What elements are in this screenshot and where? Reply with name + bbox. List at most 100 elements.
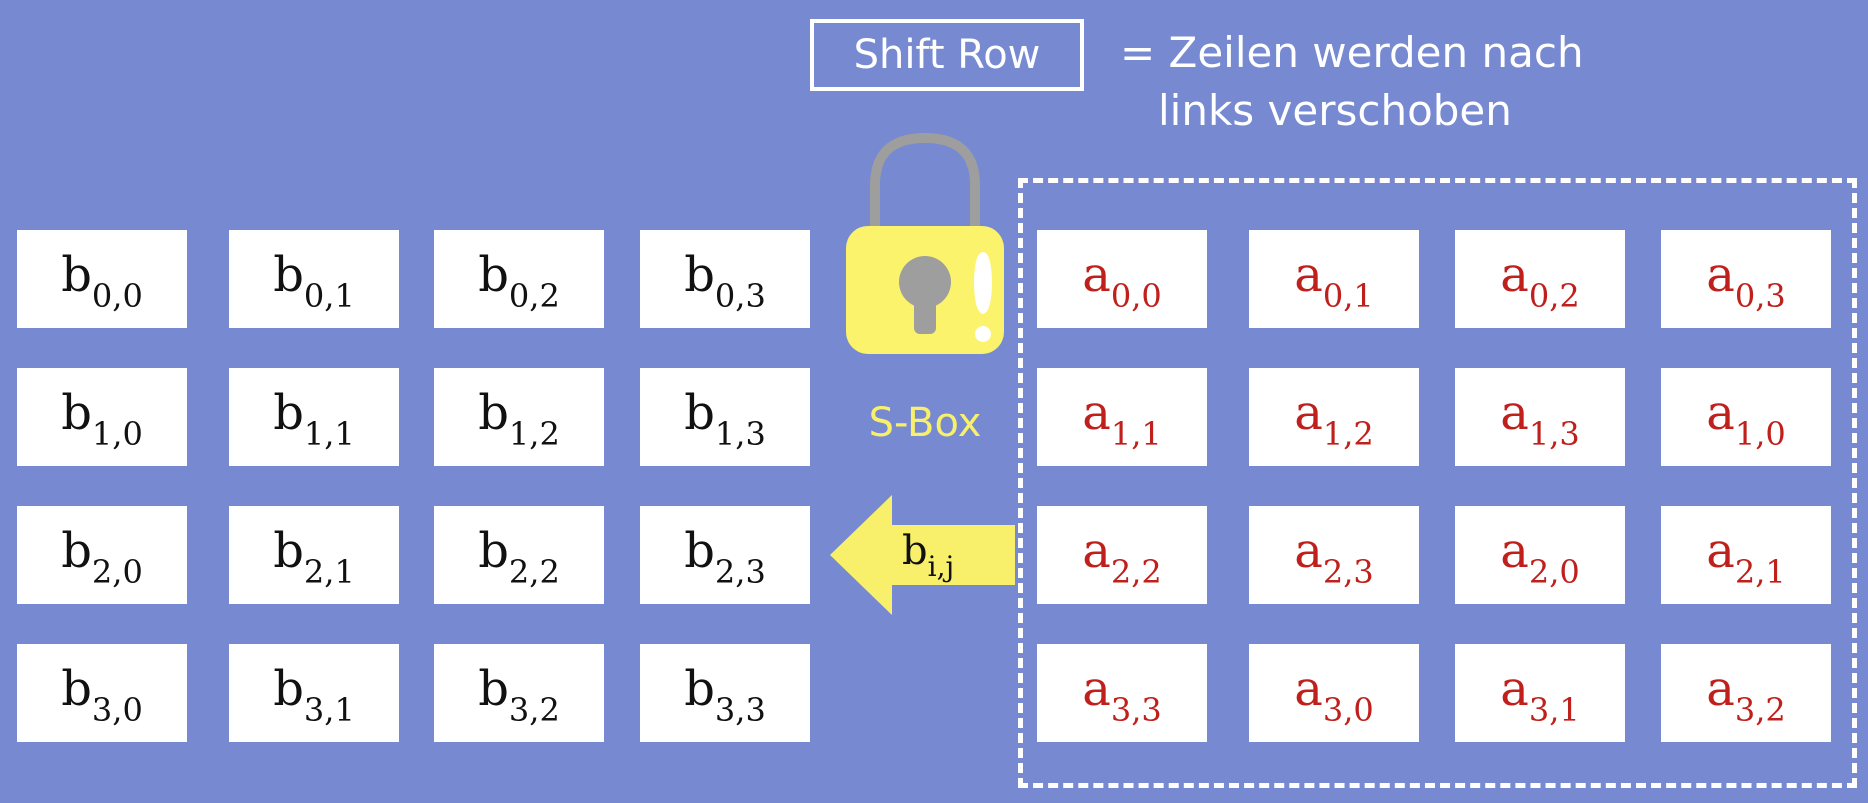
- cell-base: b: [684, 661, 715, 717]
- cell-subscript: 1,1: [1110, 415, 1162, 453]
- input-matrix-cell-label: a3,0: [1294, 661, 1374, 726]
- input-matrix-cell-2-1: a2,3: [1249, 506, 1419, 604]
- cell-subscript: 1,2: [508, 415, 560, 453]
- output-matrix-cell-label: b1,3: [684, 385, 766, 450]
- input-matrix-cell-label: a0,3: [1706, 247, 1786, 312]
- output-matrix-cell-2-0: b2,0: [17, 506, 187, 604]
- cell-subscript: 0,2: [1528, 277, 1580, 315]
- output-matrix-cell-2-3: b2,3: [640, 506, 810, 604]
- cell-subscript: 2,1: [1734, 553, 1786, 591]
- cell-subscript: 3,0: [1322, 691, 1374, 729]
- cell-base: b: [273, 523, 304, 579]
- input-matrix-cell-label: a1,3: [1500, 385, 1580, 450]
- input-matrix-cell-1-1: a1,2: [1249, 368, 1419, 466]
- lock-highlight-bar: [974, 252, 992, 314]
- cell-base: a: [1706, 247, 1735, 303]
- input-matrix-cell-3-0: a3,3: [1037, 644, 1207, 742]
- cell-base: b: [684, 247, 715, 303]
- cell-subscript: 1,0: [91, 415, 143, 453]
- output-matrix-cell-1-0: b1,0: [17, 368, 187, 466]
- lock-keyhole-slot: [914, 282, 936, 334]
- shift-row-description: = Zeilen werden nach links verschoben: [1120, 24, 1584, 140]
- cell-subscript: 3,2: [508, 691, 560, 729]
- cell-base: a: [1500, 385, 1529, 441]
- cell-base: a: [1294, 385, 1323, 441]
- cell-base: a: [1500, 247, 1529, 303]
- cell-base: a: [1294, 247, 1323, 303]
- output-matrix-cell-3-0: b3,0: [17, 644, 187, 742]
- cell-base: a: [1082, 247, 1111, 303]
- lock-highlight-dot: [975, 326, 991, 342]
- input-matrix-cell-label: a2,1: [1706, 523, 1786, 588]
- input-matrix-cell-label: a1,2: [1294, 385, 1374, 450]
- input-matrix-cell-1-2: a1,3: [1455, 368, 1625, 466]
- arrow-label-base: b: [902, 528, 928, 574]
- output-matrix-cell-label: b0,1: [273, 247, 355, 312]
- cell-subscript: 1,3: [1528, 415, 1580, 453]
- output-matrix-cell-3-1: b3,1: [229, 644, 399, 742]
- input-matrix-frame: [1018, 178, 1857, 788]
- input-matrix-cell-0-1: a0,1: [1249, 230, 1419, 328]
- output-matrix-cell-label: b0,0: [61, 247, 143, 312]
- input-matrix-cell-3-3: a3,2: [1661, 644, 1831, 742]
- output-matrix-cell-label: b2,0: [61, 523, 143, 588]
- cell-subscript: 3,3: [714, 691, 766, 729]
- output-matrix-cell-label: b1,2: [478, 385, 560, 450]
- cell-subscript: 3,2: [1734, 691, 1786, 729]
- arrow-shape: [830, 495, 1015, 615]
- shift-row-title: Shift Row: [853, 32, 1041, 78]
- input-matrix-cell-label: a3,1: [1500, 661, 1580, 726]
- cell-base: a: [1082, 523, 1111, 579]
- cell-base: b: [61, 661, 92, 717]
- input-matrix-cell-2-3: a2,1: [1661, 506, 1831, 604]
- cell-base: b: [61, 523, 92, 579]
- output-matrix-cell-label: b3,0: [61, 661, 143, 726]
- input-matrix-cell-label: a1,1: [1082, 385, 1162, 450]
- cell-subscript: 2,2: [1110, 553, 1162, 591]
- input-matrix-cell-3-1: a3,0: [1249, 644, 1419, 742]
- input-matrix-cell-label: a2,2: [1082, 523, 1162, 588]
- output-matrix-cell-label: b2,1: [273, 523, 355, 588]
- cell-base: b: [684, 385, 715, 441]
- left-arrow-icon: [830, 495, 1015, 615]
- cell-subscript: 0,3: [1734, 277, 1786, 315]
- input-matrix-cell-label: a0,0: [1082, 247, 1162, 312]
- arrow-label-sub: i,j: [927, 550, 955, 583]
- cell-subscript: 3,1: [1528, 691, 1580, 729]
- cell-subscript: 1,1: [303, 415, 355, 453]
- output-matrix-cell-label: b0,3: [684, 247, 766, 312]
- cell-base: a: [1706, 385, 1735, 441]
- cell-base: a: [1500, 661, 1529, 717]
- description-line-2: links verschoben: [1158, 86, 1512, 135]
- sbox-label: S-Box: [868, 400, 982, 446]
- output-matrix-cell-2-1: b2,1: [229, 506, 399, 604]
- arrow-label: bi,j: [902, 528, 954, 581]
- cell-base: b: [478, 661, 509, 717]
- output-matrix-cell-label: b1,1: [273, 385, 355, 450]
- cell-subscript: 2,2: [508, 553, 560, 591]
- cell-base: a: [1706, 523, 1735, 579]
- cell-subscript: 0,1: [1322, 277, 1374, 315]
- cell-base: b: [684, 523, 715, 579]
- output-matrix-cell-label: b2,2: [478, 523, 560, 588]
- cell-subscript: 2,3: [714, 553, 766, 591]
- output-matrix-cell-0-2: b0,2: [434, 230, 604, 328]
- cell-base: b: [61, 385, 92, 441]
- cell-subscript: 0,0: [91, 277, 143, 315]
- padlock-icon: [846, 132, 1004, 354]
- cell-base: b: [61, 247, 92, 303]
- output-matrix-cell-1-3: b1,3: [640, 368, 810, 466]
- output-matrix-cell-label: b3,1: [273, 661, 355, 726]
- cell-subscript: 2,0: [1528, 553, 1580, 591]
- input-matrix-cell-label: a0,1: [1294, 247, 1374, 312]
- cell-subscript: 0,3: [714, 277, 766, 315]
- cell-subscript: 2,0: [91, 553, 143, 591]
- input-matrix-cell-3-2: a3,1: [1455, 644, 1625, 742]
- input-matrix-cell-2-2: a2,0: [1455, 506, 1625, 604]
- cell-subscript: 3,0: [91, 691, 143, 729]
- cell-base: b: [273, 247, 304, 303]
- cell-subscript: 0,1: [303, 277, 355, 315]
- input-matrix-cell-label: a2,3: [1294, 523, 1374, 588]
- input-matrix-cell-label: a3,2: [1706, 661, 1786, 726]
- output-matrix-cell-label: b3,2: [478, 661, 560, 726]
